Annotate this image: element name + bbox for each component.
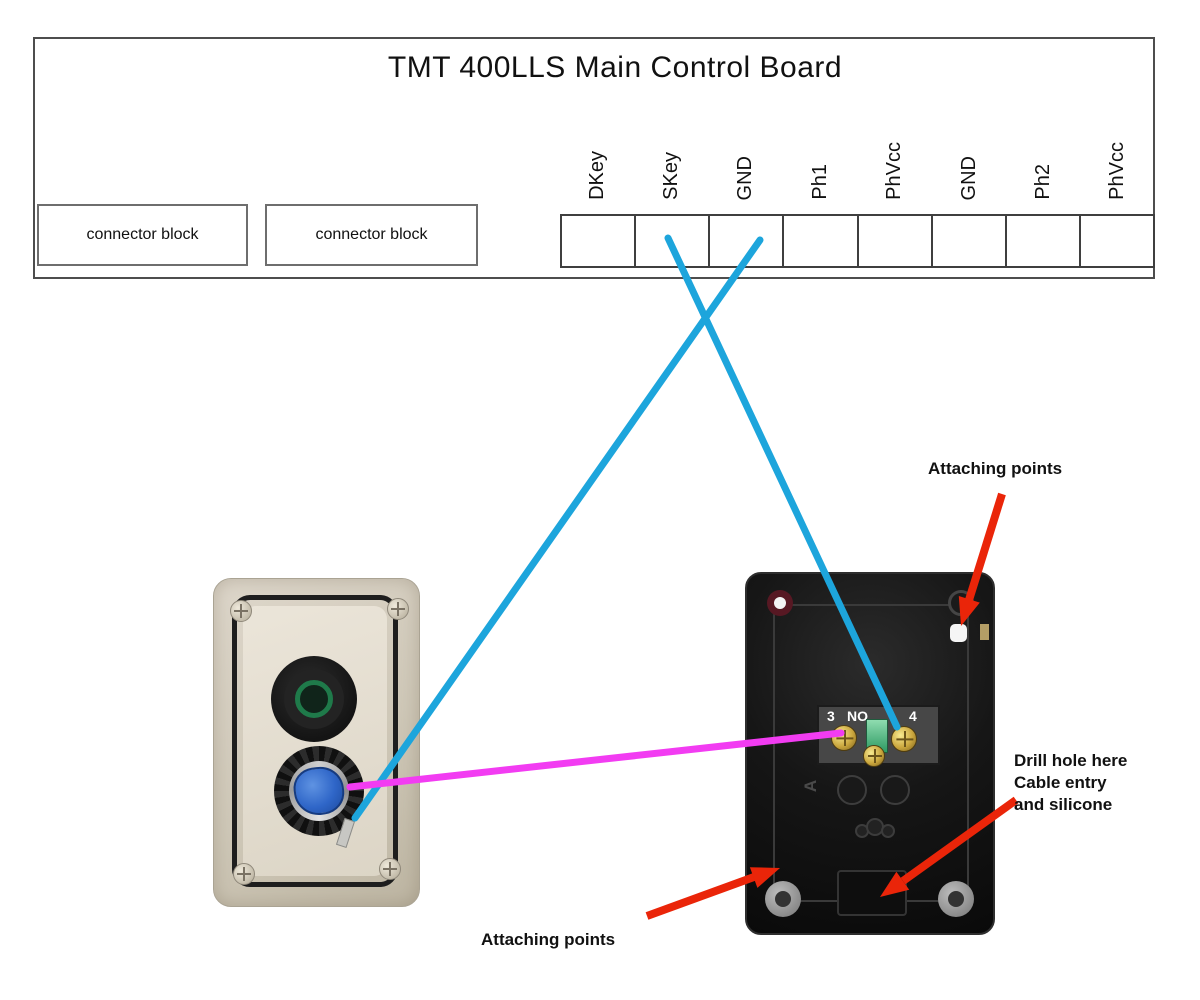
- boss-ring-top-right: [948, 590, 974, 616]
- enclosure-screw-top-left: [230, 600, 252, 622]
- terminal-label-phvcc1: PhVcc: [883, 142, 906, 200]
- terminal-label-gnd2: GND: [957, 155, 980, 200]
- attaching-points-bottom-label: Attaching points: [481, 930, 616, 949]
- hex-bolt-right: [880, 775, 910, 805]
- terminal-label-phvcc2: PhVcc: [1106, 142, 1129, 200]
- connector-block-1-label: connector block: [86, 226, 199, 243]
- terminal-cell-gnd1: [710, 214, 785, 268]
- mounting-hole-top-left: [767, 590, 793, 616]
- arrow-attaching-bottom-shaft: [645, 873, 756, 920]
- contact-pin-4-label: 4: [909, 708, 917, 724]
- terminal-cell-dkey: [560, 214, 637, 268]
- enclosure-screw-bottom-left: [233, 863, 255, 885]
- enclosure-screw-bottom-right: [379, 858, 401, 880]
- embossed-letter-a: A: [801, 779, 821, 793]
- terminal-screw-3: [831, 725, 857, 751]
- terminal-label-dkey: DKey: [585, 151, 608, 200]
- cable-entry-channel: [837, 870, 907, 916]
- terminal-cell-phvcc1: [858, 214, 933, 268]
- contact-type-label: NO: [847, 708, 868, 724]
- switch-contact-block: 3 NO 4: [817, 705, 940, 767]
- terminal-cell-ph2: [1006, 214, 1081, 268]
- green-button-ring: [295, 680, 333, 718]
- connector-block-1: connector block: [37, 204, 248, 266]
- blue-switch-cap: [290, 763, 348, 819]
- green-button: [271, 656, 357, 742]
- terminal-strip: [560, 214, 1155, 268]
- hex-bolt-left: [837, 775, 867, 805]
- center-screw: [863, 745, 885, 767]
- connector-block-2: connector block: [265, 204, 478, 266]
- junction-box-photo: A 3 NO 4: [745, 572, 995, 935]
- terminal-labels: DKey SKey GND Ph1 PhVcc GND Ph2 PhVcc: [560, 108, 1155, 200]
- attaching-points-top-label: Attaching points: [928, 459, 1063, 478]
- terminal-cell-skey: [636, 214, 711, 268]
- screw-boss-bottom-left: [765, 881, 801, 917]
- drill-note-line-3: and silicone: [1014, 795, 1113, 814]
- terminal-label-ph2: Ph2: [1031, 164, 1054, 200]
- side-chip: [980, 624, 989, 640]
- terminal-cell-ph1: [784, 214, 859, 268]
- terminal-label-gnd1: GND: [734, 155, 757, 200]
- board-title: TMT 400LLS Main Control Board: [387, 51, 843, 84]
- button-enclosure-photo: [213, 578, 420, 907]
- drill-note-line-1: Drill hole here: [1014, 751, 1128, 770]
- attaching-hole-top-right: [950, 624, 967, 642]
- terminal-cell-gnd2: [932, 214, 1007, 268]
- drill-hole-note: Drill hole here Cable entry and silicone: [1014, 750, 1127, 816]
- terminal-label-ph1: Ph1: [808, 164, 831, 200]
- small-bolt-cluster: [855, 814, 895, 840]
- enclosure-screw-top-right: [387, 598, 409, 620]
- drill-note-line-2: Cable entry: [1014, 773, 1107, 792]
- terminal-label-skey: SKey: [660, 152, 683, 200]
- terminal-cell-phvcc2: [1080, 214, 1155, 268]
- terminal-screw-4: [891, 726, 917, 752]
- screw-boss-bottom-right: [938, 881, 974, 917]
- connector-block-2-label: connector block: [315, 226, 428, 243]
- contact-pin-3-label: 3: [827, 708, 835, 724]
